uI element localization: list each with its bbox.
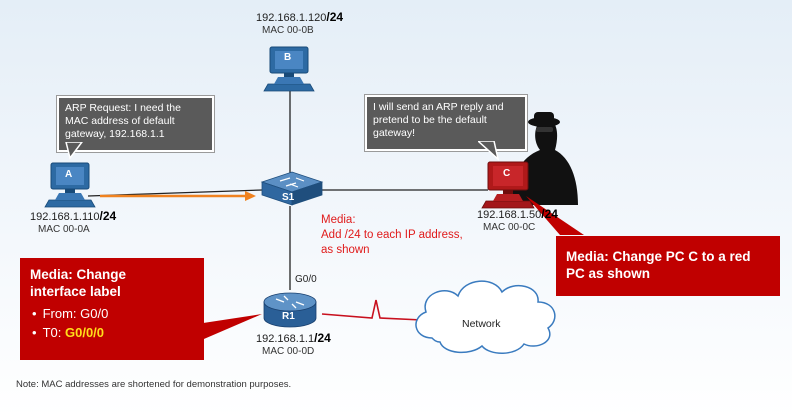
arp-request-bubble: ARP Request: I need the MAC address of d… [57, 96, 214, 152]
callout-to-item: T0: G0/0/0 [43, 323, 194, 342]
callout-right-pointer [526, 196, 584, 235]
callout-change-pc-c: Media: Change PC C to a red PC as shown [556, 236, 780, 296]
pc-a-icon [44, 162, 96, 208]
callout-from-item: From: G0/0 [43, 304, 194, 323]
pc-a-mac: MAC 00-0A [38, 224, 90, 235]
link-r1-network [321, 299, 423, 321]
media-note-ip: Media: Add /24 to each IP address, as sh… [321, 214, 463, 256]
arp-reply-bubble-tail [478, 141, 500, 162]
pc-b-letter: B [284, 52, 292, 63]
arp-reply-bubble: I will send an ARP reply and pretend to … [365, 95, 527, 151]
pc-b-icon [263, 46, 315, 92]
pc-c-letter: C [503, 168, 511, 179]
switch-s1-label: S1 [282, 192, 295, 203]
pc-a-ip: 192.168.1.110/24 [30, 209, 117, 223]
pc-c-mac: MAC 00-0C [483, 222, 536, 233]
router-r1-label: R1 [282, 311, 295, 322]
pc-a-letter: A [65, 169, 73, 180]
pc-c-icon [481, 161, 535, 209]
switch-s1-icon [260, 171, 324, 206]
callout-change-interface: Media: Change interface label From: G0/0… [20, 258, 204, 360]
pc-c-ip: 192.168.1.50/24 [477, 207, 558, 221]
arp-request-bubble-tail [65, 142, 83, 160]
router-interface-label: G0/0 [295, 274, 317, 285]
network-label: Network [462, 318, 501, 330]
router-ip: 192.168.1.1/24 [256, 331, 331, 345]
callout-left-pointer [190, 314, 262, 345]
footer-note: Note: MAC addresses are shortened for de… [16, 379, 292, 390]
pc-b-ip: 192.168.1.120/24 [256, 10, 344, 24]
router-r1-icon [263, 292, 317, 328]
network-cloud-icon [415, 280, 556, 354]
router-mac: MAC 00-0D [262, 346, 315, 357]
pc-b-mac: MAC 00-0B [262, 25, 314, 36]
arp-arrow-head [245, 191, 256, 201]
